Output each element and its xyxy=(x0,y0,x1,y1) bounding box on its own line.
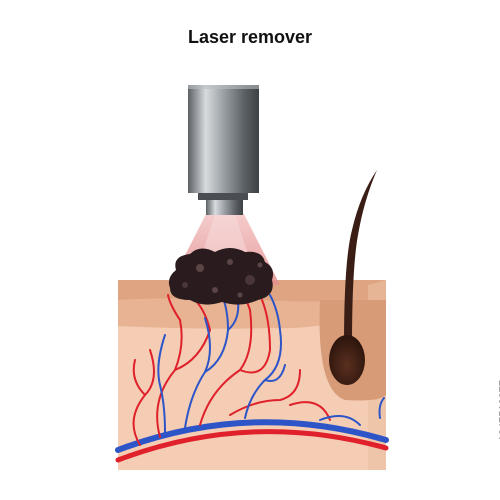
diagram-title: Laser remover xyxy=(187,27,313,47)
hair-shaft xyxy=(344,170,377,345)
skin-epidermis-band xyxy=(118,298,386,329)
artery-main xyxy=(115,429,389,463)
device-body xyxy=(188,85,259,193)
device-nozzle xyxy=(206,200,243,215)
device-neck xyxy=(198,193,248,200)
skin-lesion-icon xyxy=(168,248,274,305)
vein-branches xyxy=(157,294,385,433)
hair-bulb xyxy=(329,335,365,385)
vein-main xyxy=(115,419,389,453)
hair-follicle-icon xyxy=(319,170,386,401)
laser-device-icon xyxy=(188,85,259,215)
